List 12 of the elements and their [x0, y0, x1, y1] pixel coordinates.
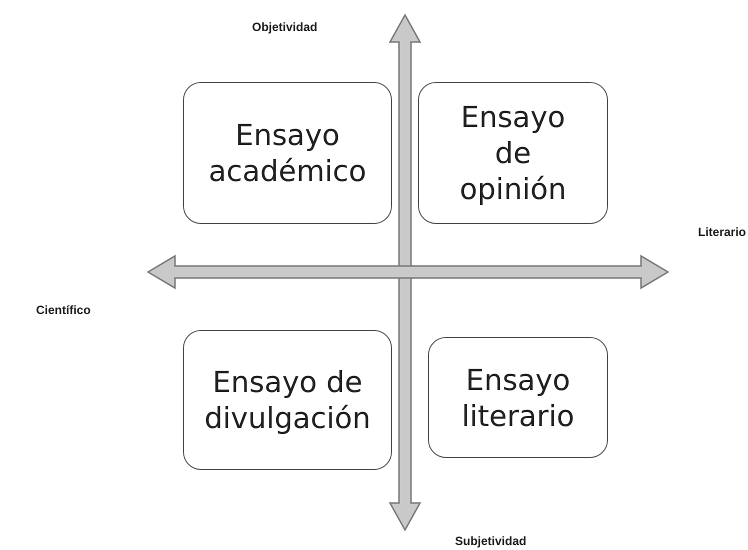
axis-label: Objetividad — [252, 20, 318, 34]
category-box — [418, 82, 608, 224]
category-label: Ensayo literario — [460, 362, 576, 434]
category-label: Ensayo de opinión — [458, 99, 568, 207]
category-box — [183, 330, 392, 470]
category-box — [428, 337, 608, 458]
axis-label: Científico — [36, 303, 91, 317]
category-label: Ensayo académico — [208, 117, 368, 189]
category-box — [183, 82, 392, 224]
category-label: Ensayo de divulgación — [203, 364, 372, 436]
axis-label: Literario — [698, 225, 746, 239]
axis-label: Subjetividad — [455, 534, 526, 548]
